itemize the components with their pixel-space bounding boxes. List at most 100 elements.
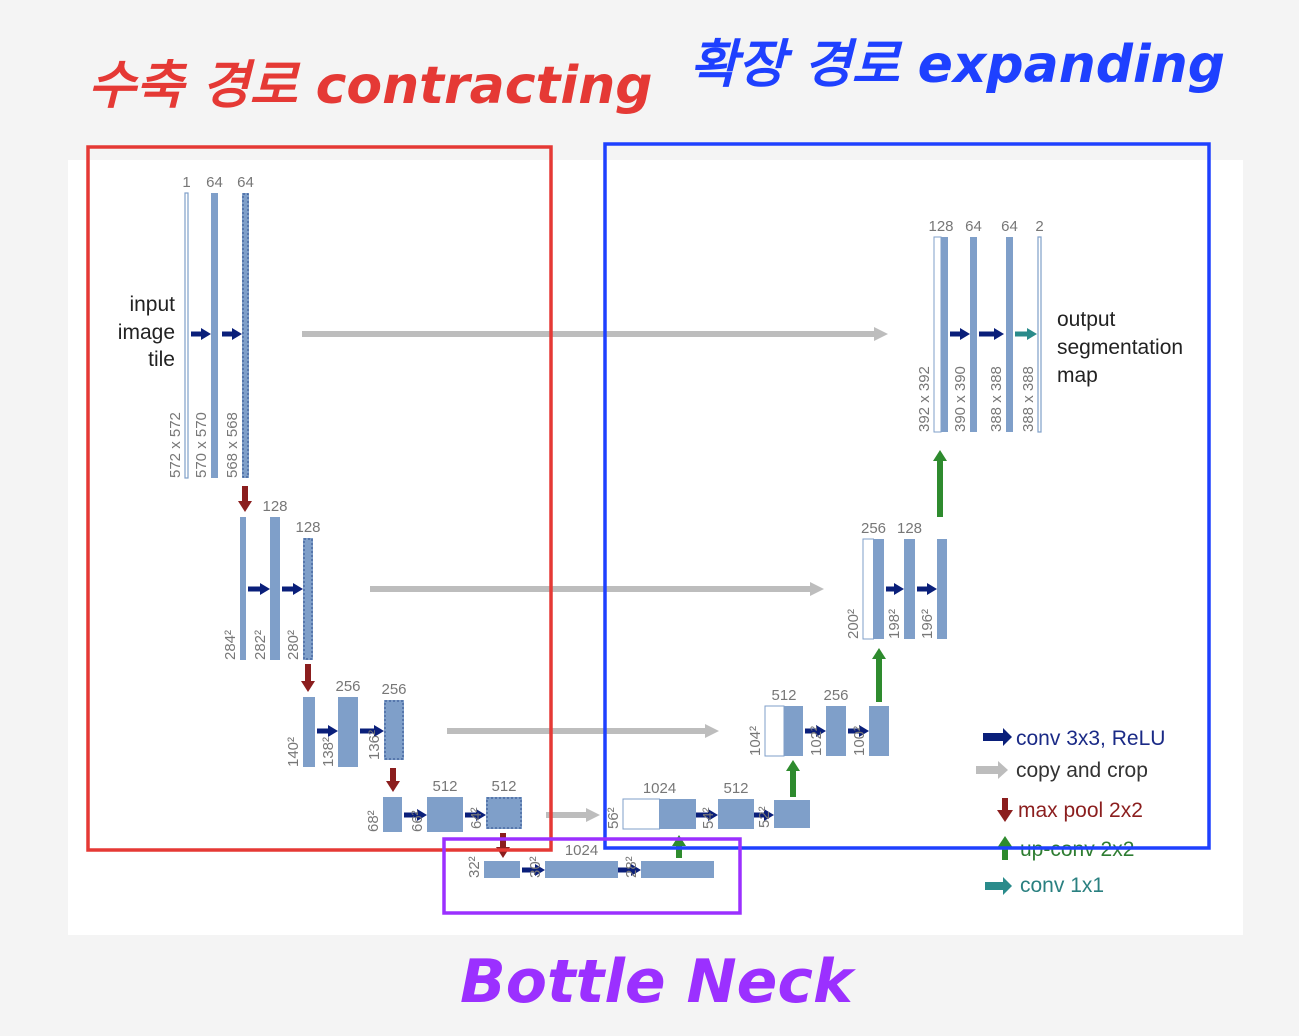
copy-crop-arrow-4 [546, 808, 600, 822]
channel-label: 2 [1035, 218, 1043, 235]
conv3x3-arrow-16 [917, 583, 937, 595]
block-rect [383, 797, 402, 832]
block-rect [1006, 237, 1013, 432]
block-rect [641, 861, 714, 878]
feature-map-c2b [270, 517, 280, 660]
arrow-down-icon [997, 798, 1013, 822]
conv3x3-arrow-7 [404, 809, 427, 821]
feature-map-b2 [545, 861, 618, 878]
channel-label: 512 [432, 778, 457, 795]
copy-crop-arrow-1 [302, 327, 888, 341]
feature-map-c3b [338, 697, 358, 767]
block-rect [774, 800, 810, 828]
contracting-box [86, 145, 553, 852]
size-label: 200² [845, 609, 862, 639]
block-rect [826, 706, 846, 756]
conv3x3-arrow-15 [886, 583, 904, 595]
channel-label: 1 [182, 174, 190, 191]
copy-crop-arrow-3 [447, 724, 719, 738]
feature-map-c4b [427, 797, 463, 832]
upsampled-part [784, 706, 803, 756]
size-label: 282² [252, 630, 269, 660]
channel-label: 128 [262, 498, 287, 515]
size-label: 28² [623, 856, 640, 878]
expanding-annotation: 확장 경로 expanding [690, 35, 1225, 95]
feature-map-e1c [1006, 237, 1013, 432]
channel-label: 256 [381, 681, 406, 698]
size-label: 572 x 572 [167, 412, 184, 478]
feature-map-e4a [622, 798, 696, 830]
feature-map-e3a [764, 705, 803, 757]
cropped-copy-part [933, 236, 942, 433]
crop-outline [303, 538, 313, 660]
feature-map-b1 [484, 861, 520, 878]
feature-map-e1b [970, 237, 977, 432]
output-label-3: map [1057, 364, 1098, 387]
bottleneck-box [442, 837, 742, 915]
size-label: 388 x 388 [988, 366, 1005, 432]
feature-map-c4a [383, 797, 402, 832]
conv3x3-arrow-18 [979, 328, 1004, 340]
feature-map-c2c [303, 538, 313, 660]
conv3x3-arrow-11 [696, 809, 718, 821]
size-label: 196² [919, 609, 936, 639]
size-label: 284² [222, 630, 239, 660]
expanding-box [603, 142, 1211, 850]
legend-conv3x3: conv 3x3, ReLU [983, 727, 1165, 750]
feature-map-c2a [240, 517, 246, 660]
input-label-1: input [129, 293, 175, 316]
size-label: 30² [527, 856, 544, 878]
upsampled-part [941, 237, 948, 432]
block-rect [384, 700, 404, 760]
size-label: 570 x 570 [193, 412, 210, 478]
crop-outline [384, 700, 404, 760]
copy-crop-arrow-2 [370, 582, 824, 596]
upsampled-part [659, 799, 696, 829]
channel-label: 512 [491, 778, 516, 795]
block-rect [338, 697, 358, 767]
crop-outline [486, 797, 522, 829]
block-rect [904, 539, 915, 639]
output-label-1: output [1057, 308, 1116, 331]
feature-map-c1b [211, 193, 218, 478]
feature-map-e3c [869, 706, 889, 756]
conv3x3-arrow-9 [522, 864, 545, 876]
legend-label: copy and crop [1016, 759, 1148, 782]
conv3x3-arrow-13 [805, 725, 826, 737]
channel-label: 1024 [643, 780, 676, 797]
block-rect [1037, 236, 1042, 433]
channel-label: 256 [823, 687, 848, 704]
conv3x3-arrow-1 [191, 328, 211, 340]
channel-label: 1024 [565, 842, 598, 859]
size-label: 280² [285, 630, 302, 660]
up-conv-arrow-3 [872, 648, 886, 702]
block-rect [427, 797, 463, 832]
cropped-copy-part [622, 798, 660, 830]
feature-map-c3a [303, 697, 315, 767]
channel-label: 128 [928, 218, 953, 235]
max-pool-arrow-1 [238, 486, 252, 512]
up-conv-arrow-2 [786, 760, 800, 797]
block-rect [937, 539, 947, 639]
block-rect [718, 799, 754, 829]
block-rect [970, 237, 977, 432]
block-rect [242, 193, 249, 478]
block-rect [303, 538, 313, 660]
contracting-annotation: 수축 경로 contracting [88, 56, 652, 116]
bottleneck-annotation: Bottle Neck [460, 947, 856, 1017]
legend-copy-crop: copy and crop [976, 759, 1148, 782]
channel-label: 256 [861, 520, 886, 537]
size-label: 52² [756, 806, 773, 828]
conv3x3-arrow-6 [360, 725, 384, 737]
channel-label: 512 [723, 780, 748, 797]
max-pool-arrow-2 [301, 664, 315, 692]
size-label: 66² [409, 810, 426, 832]
feature-map-e2a [862, 538, 884, 640]
channel-label: 256 [335, 678, 360, 695]
feature-map-c1c [242, 193, 249, 478]
size-label: 64² [468, 807, 485, 829]
block-rect [545, 861, 618, 878]
legend-conv1x1: conv 1x1 [985, 874, 1104, 897]
